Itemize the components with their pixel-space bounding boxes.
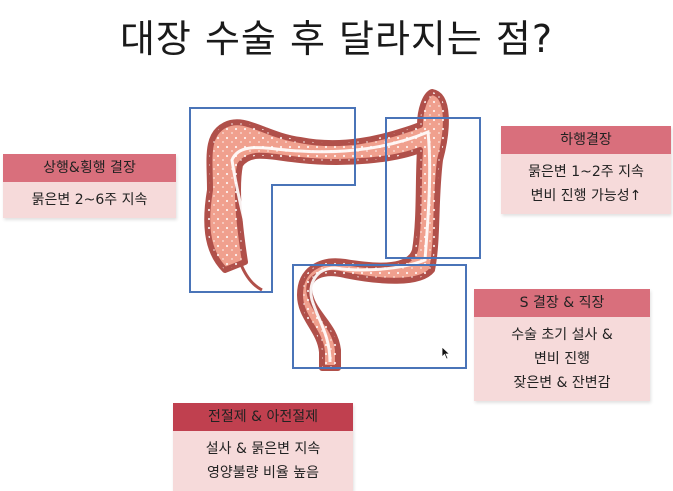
- label-body: 수술 초기 설사 & 변비 진행 잦은변 & 잔변감: [474, 317, 650, 401]
- label-line: 잦은변 & 잔변감: [513, 375, 611, 391]
- page-title: 대장 수술 후 달라지는 점?: [119, 17, 554, 61]
- label-body: 설사 & 묽은변 지속 영양불량 비율 높음: [173, 431, 353, 491]
- label-line: 묽은변 1~2주 지속: [528, 164, 644, 180]
- label-line: 변비 진행: [534, 351, 590, 367]
- region-box-sigmoid-rectum: [292, 264, 467, 369]
- label-line: 영양불량 비율 높음: [207, 465, 319, 481]
- label-heading: 하행결장: [501, 126, 671, 154]
- mouse-cursor-icon: [441, 346, 451, 360]
- label-heading: S 결장 & 직장: [474, 289, 650, 317]
- label-line: 묽은변 2~6주 지속: [31, 192, 148, 208]
- label-line: 변비 진행 가능성↑: [530, 188, 642, 204]
- label-heading: 전절제 & 아전절제: [173, 403, 353, 431]
- label-sigmoid-rectum: S 결장 & 직장 수술 초기 설사 & 변비 진행 잦은변 & 잔변감: [474, 289, 650, 401]
- label-line: 수술 초기 설사 &: [511, 327, 613, 343]
- label-total-subtotal-colectomy: 전절제 & 아전절제 설사 & 묽은변 지속 영양불량 비율 높음: [173, 403, 353, 491]
- colon-shape: [204, 89, 449, 371]
- region-box-descending: [385, 117, 481, 259]
- label-heading: 상행&횡행 결장: [3, 154, 176, 182]
- label-line: 설사 & 묽은변 지속: [205, 441, 321, 457]
- label-body: 묽은변 2~6주 지속: [3, 182, 176, 218]
- region-box-ascending-transverse: [189, 107, 356, 293]
- label-body: 묽은변 1~2주 지속 변비 진행 가능성↑: [501, 154, 671, 214]
- label-ascending-transverse-colon: 상행&횡행 결장 묽은변 2~6주 지속: [3, 154, 176, 218]
- label-descending-colon: 하행결장 묽은변 1~2주 지속 변비 진행 가능성↑: [501, 126, 671, 214]
